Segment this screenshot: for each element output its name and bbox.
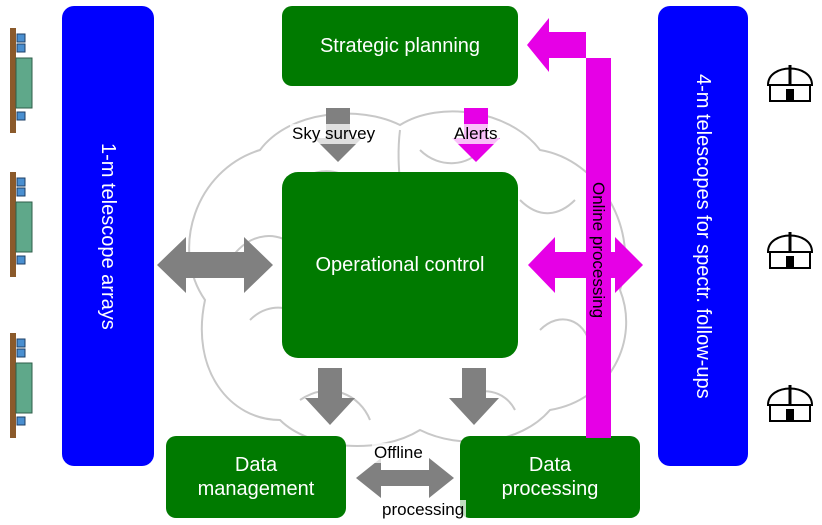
spectr-telescopes-bar: 4-m telescopes for spectr. follow-ups [658,6,748,466]
observatory-dome-icon [760,212,820,272]
telescope-array-icon [8,333,36,438]
processing-label: processing [380,500,467,520]
operational-control-label: Operational control [315,254,485,276]
data-management-line2: management [197,478,315,500]
to-data-processing-arrow [449,368,499,425]
observatory-dome-icon [760,45,820,105]
telescope-array-icon [8,172,36,277]
data-processing-box: Data processing [460,436,640,518]
telescope-array-icon [8,28,36,133]
telescope-arrays-bar: 1-m telescope arrays [62,6,154,466]
spectr-telescopes-label: 4-m telescopes for spectr. follow-ups [692,73,714,399]
strategic-planning-label: Strategic planning [319,35,481,57]
data-management-box: Data management [166,436,346,518]
online-processing-label: Online processing [589,182,608,319]
sky-survey-label: Sky survey [290,124,378,144]
strategic-planning-box: Strategic planning [282,6,518,86]
data-processing-line2: processing [501,478,599,500]
offline-processing-double-arrow [356,458,454,498]
telescope-control-double-arrow [157,237,273,293]
data-processing-line1: Data [528,454,572,476]
offline-label: Offline [372,443,425,463]
data-management-line1: Data [234,454,278,476]
to-data-management-arrow [305,368,355,425]
online-processing-arrow [527,18,611,438]
alerts-label: Alerts [452,124,500,144]
online-control-double-arrow [528,237,643,293]
operational-control-box: Operational control [282,172,518,358]
observatory-dome-icon [760,365,820,425]
telescope-arrays-label: 1-m telescope arrays [97,142,119,330]
